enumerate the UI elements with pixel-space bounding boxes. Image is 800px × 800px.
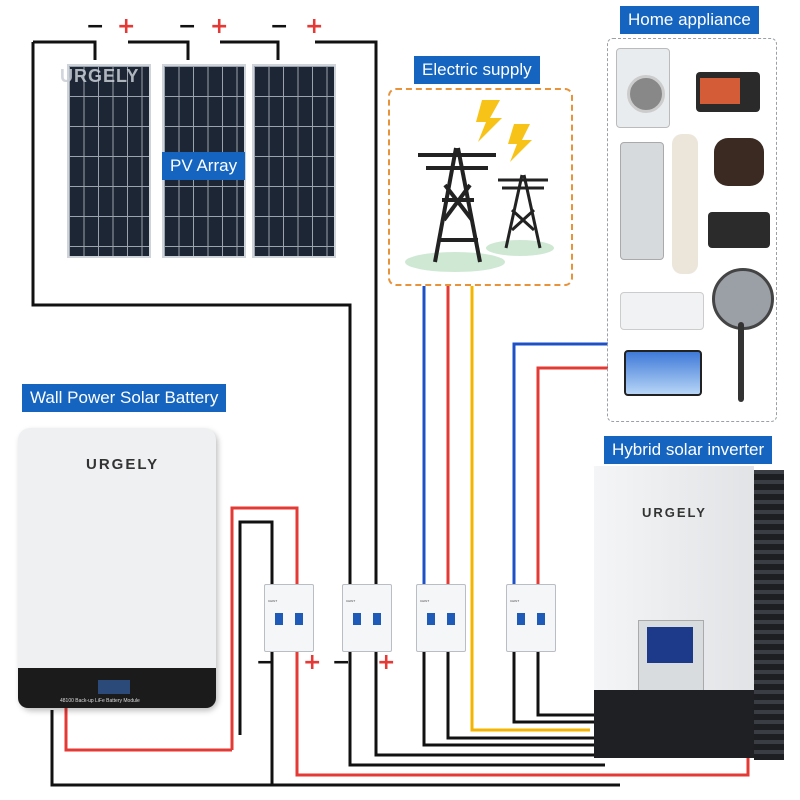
fan-stand-icon: [738, 322, 744, 402]
load-breaker: CHINT: [506, 584, 556, 652]
air-conditioner-icon: [620, 292, 704, 330]
grid-breaker: CHINT: [416, 584, 466, 652]
electric-supply-zone: [388, 88, 573, 286]
pv-breaker-black-out: [348, 650, 605, 767]
load-breaker-blue-out: [512, 650, 595, 724]
grid-breaker-blue-out: [422, 650, 595, 747]
panel3-plus-sign: +: [305, 14, 324, 39]
battery-brand: URGELY: [86, 456, 160, 473]
air-purifier-icon: [672, 134, 698, 274]
pv-breaker-minus-sign: −: [332, 650, 351, 675]
panel1-minus-sign: −: [86, 14, 105, 39]
television-icon: [624, 350, 702, 396]
microwave-icon: [708, 212, 770, 248]
pv-breaker-plus-sign: +: [377, 650, 396, 675]
home-appliance-zone: [607, 38, 777, 422]
inverter-heatsink: [754, 470, 784, 760]
load-blue-wire: [512, 342, 608, 590]
inverter-brand: URGELY: [642, 505, 707, 520]
pv-breaker-red-out: [374, 650, 600, 757]
battery-breaker: CHINT: [264, 584, 314, 652]
inverter-lcd: [647, 627, 693, 663]
battery-red-bottom: [64, 705, 232, 752]
pv-series-wire-2: [220, 40, 280, 60]
battery-black-bottom: [50, 710, 272, 787]
grid-yellow-wire: [470, 286, 590, 732]
panel-watermark: URGELY: [60, 66, 140, 86]
wall-battery: [18, 428, 216, 708]
wall-battery-label: Wall Power Solar Battery: [22, 384, 227, 412]
electric-supply-label: Electric supply: [414, 56, 540, 84]
washing-machine-icon: [616, 48, 670, 128]
inverter-base: [594, 690, 754, 758]
pv-breaker: CHINT: [342, 584, 392, 652]
panel3-minus-sign: −: [270, 14, 289, 39]
pv-series-wire-1: [128, 40, 190, 60]
battery-display: [98, 680, 130, 694]
refrigerator-icon: [620, 142, 664, 260]
battery-breaker-minus-sign: −: [256, 650, 275, 675]
transmission-tower-icon: [418, 147, 496, 263]
panel2-plus-sign: +: [210, 14, 229, 39]
breaker-brand: CHINT: [268, 599, 278, 603]
fan-icon: [712, 268, 774, 330]
pv-series-wire-black: [33, 40, 97, 60]
pv-positive-out: [315, 40, 378, 590]
load-red-wire: [536, 366, 608, 590]
solar-panel-3: [252, 64, 336, 258]
battery-black-top: [238, 520, 274, 735]
rice-cooker-icon: [714, 138, 764, 186]
panel2-minus-sign: −: [178, 14, 197, 39]
panel1-plus-sign: +: [117, 14, 136, 39]
pv-negative-out: [31, 42, 352, 590]
solar-panel-1: [67, 64, 151, 258]
transmission-tower-small-icon: [498, 174, 548, 249]
lightning-bolt-icon: [476, 100, 532, 162]
battery-red-top: [230, 506, 299, 750]
inverter-control-panel: [638, 620, 704, 698]
oven-icon: [696, 72, 760, 112]
breaker-brand: CHINT: [346, 599, 356, 603]
battery-module-label: 48100 Back-up LiFe Battery Module: [60, 698, 140, 704]
breaker-brand: CHINT: [420, 599, 430, 603]
pv-array-label: PV Array: [162, 152, 246, 180]
home-appliance-label: Home appliance: [620, 6, 759, 34]
hybrid-inverter-label: Hybrid solar inverter: [604, 436, 773, 464]
load-breaker-red-out: [536, 650, 595, 717]
breaker-brand: CHINT: [510, 599, 520, 603]
grid-illustration: [405, 100, 554, 272]
grid-breaker-red-out: [446, 650, 595, 740]
battery-breaker-plus-sign: +: [303, 650, 322, 675]
